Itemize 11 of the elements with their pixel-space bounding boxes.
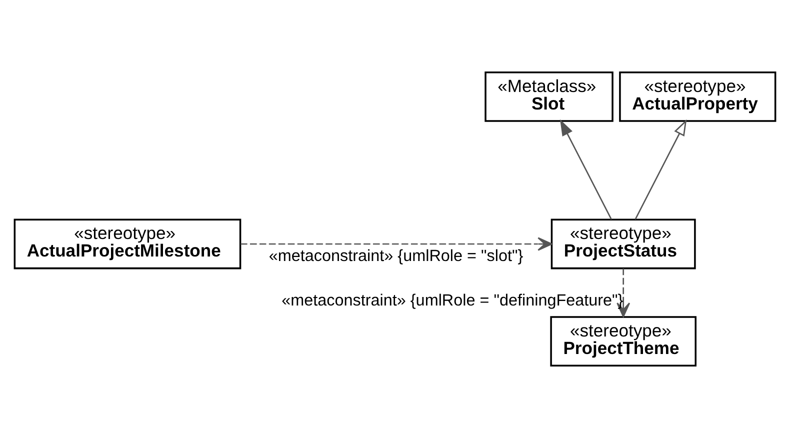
edge-label: «metaconstraint» {umlRole = "definingFeature"} (282, 290, 624, 309)
edge-label: «metaconstraint» {umlRole = "slot"} (268, 246, 524, 265)
node-box: «Metaclass» Slot (484, 71, 614, 122)
arrow (616, 268, 630, 317)
node-box: «stereotype» ActualProperty (619, 71, 776, 122)
node-box: «stereotype» ProjectStatus (550, 218, 696, 269)
node-box: «stereotype» ProjectTheme (550, 316, 696, 366)
arrow (634, 118, 687, 220)
arrow (560, 118, 612, 220)
node-box: «stereotype» ActualProjectMilestone (14, 218, 242, 269)
arrow (240, 236, 552, 250)
